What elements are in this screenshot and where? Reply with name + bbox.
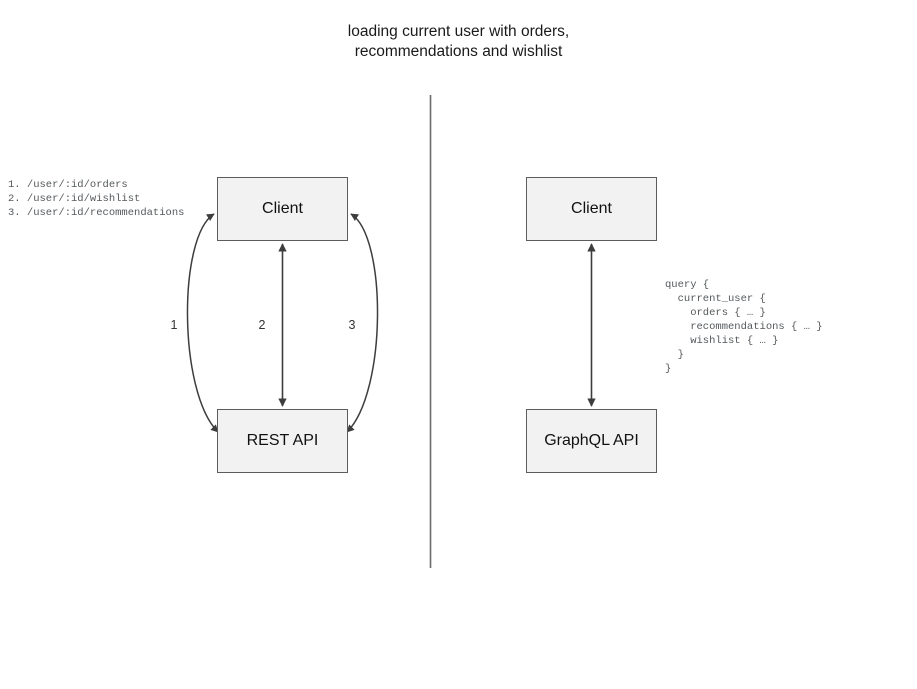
edge-1-orders-curve	[186, 213, 219, 433]
rest-endpoint-list: 1. /user/:id/orders 2. /user/:id/wishlis…	[8, 179, 185, 219]
node-rest-api[interactable]: REST API	[217, 409, 348, 473]
diagram-title: loading current user with orders, recomm…	[347, 23, 570, 60]
node-client-graphql[interactable]: Client	[526, 177, 657, 241]
node-client-rest[interactable]: Client	[217, 177, 348, 241]
graphql-query-snippet: query { current_user { orders { … } reco…	[665, 279, 823, 375]
edge-label-2: 2	[258, 318, 266, 332]
edge-3-recommendations-curve	[346, 213, 379, 433]
edge-label-1: 1	[170, 318, 178, 332]
node-graphql-api[interactable]: GraphQL API	[526, 409, 657, 473]
edge-label-3: 3	[348, 318, 356, 332]
